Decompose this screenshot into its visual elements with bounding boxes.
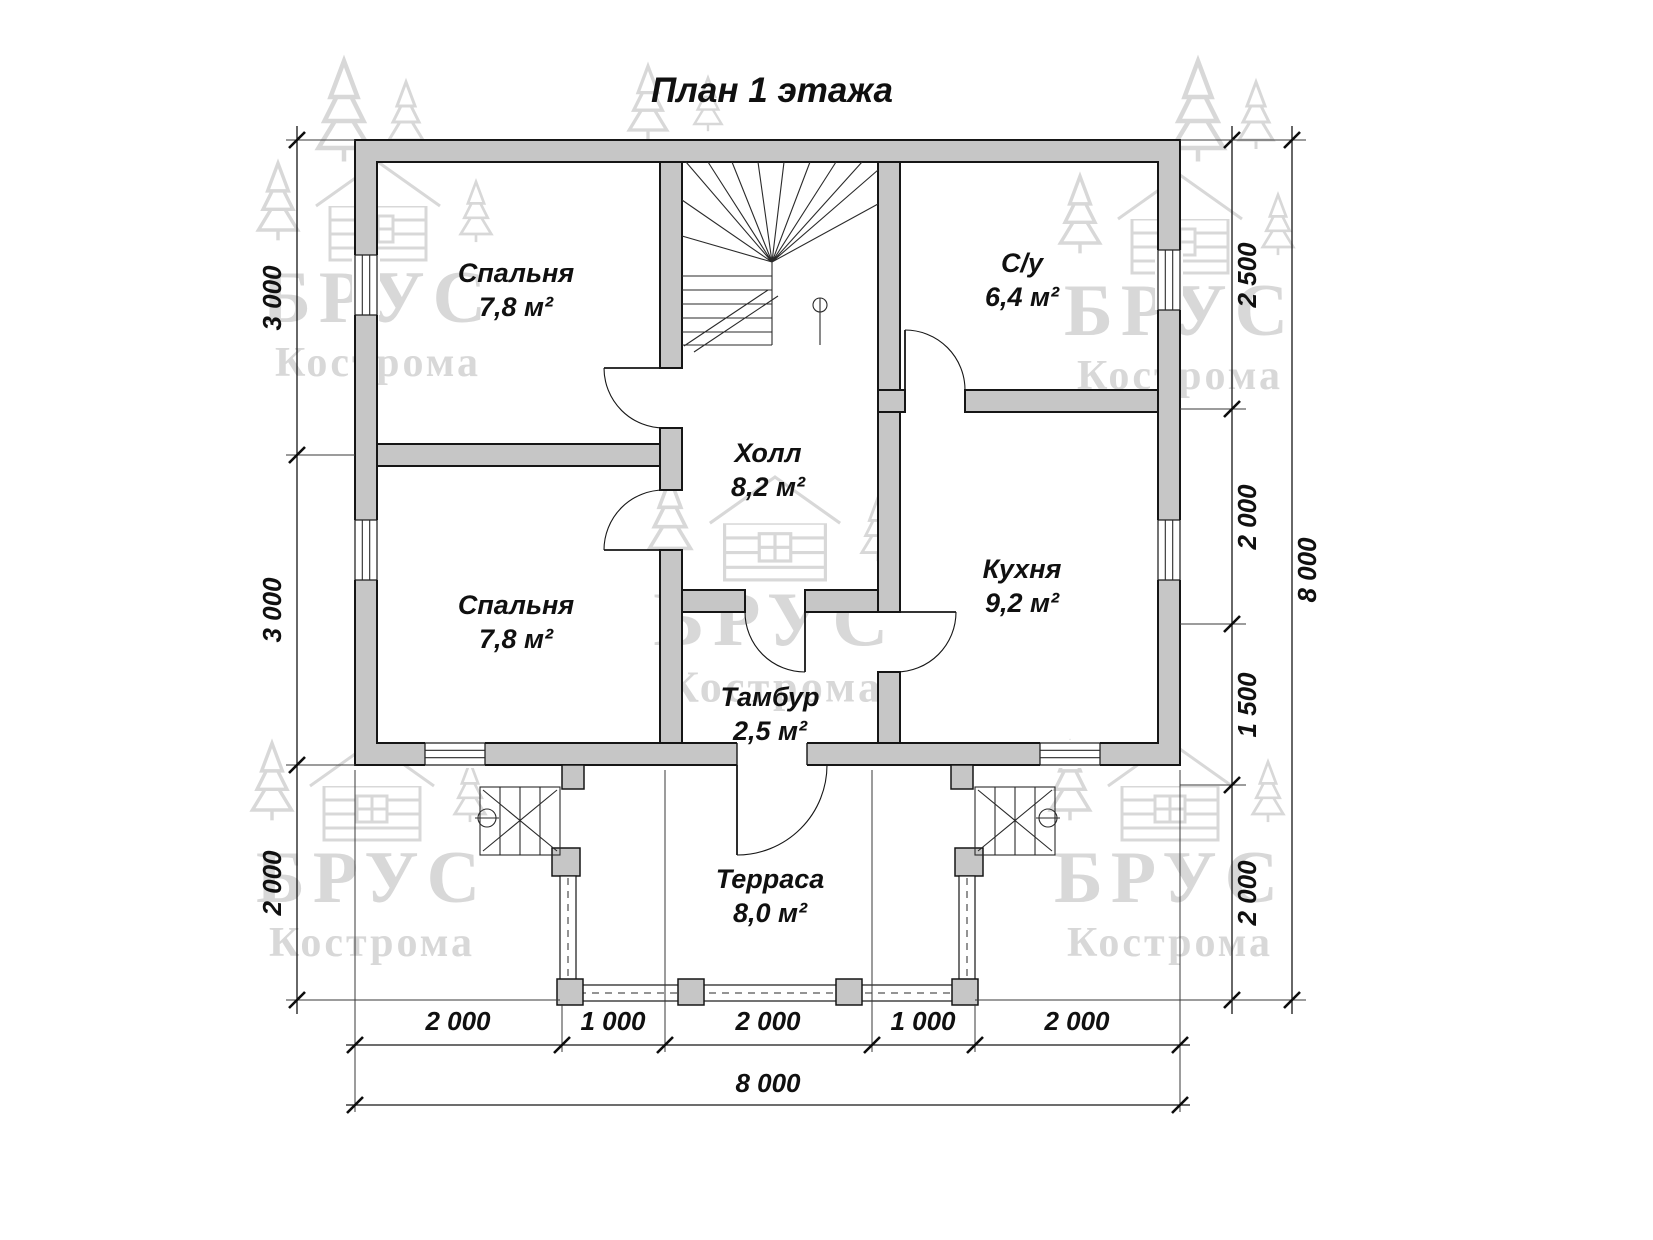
dim-left-0: 3 000 <box>257 265 287 331</box>
room-label-terrace: Терраса <box>716 864 825 894</box>
dim-right-1: 2 000 <box>1232 484 1262 551</box>
stairs <box>681 161 879 353</box>
window-right-2 <box>1155 519 1183 581</box>
dim-bottom-0: 2 000 <box>424 1006 491 1036</box>
watermark-layer <box>252 61 1296 966</box>
windows <box>352 249 1183 768</box>
room-area-terrace: 8,0 м² <box>733 898 808 928</box>
dim-bottom-total: 8 000 <box>735 1068 801 1098</box>
dim-bottom-2: 2 000 <box>734 1006 801 1036</box>
dim-right-total: 8 000 <box>1292 537 1322 603</box>
window-right-1 <box>1155 249 1183 311</box>
dim-chain-bottom-total: 8 000 <box>346 1068 1190 1114</box>
wall-bedroom-divider <box>376 443 661 467</box>
dim-right-3: 2 000 <box>1232 860 1262 927</box>
door-bathroom <box>904 329 966 391</box>
room-area-kitchen: 9,2 м² <box>985 588 1060 618</box>
room-area-bedroom1: 7,8 м² <box>479 292 554 322</box>
dim-bottom-4: 2 000 <box>1043 1006 1110 1036</box>
door-kitchen <box>895 611 957 673</box>
dim-chain-right-total: 8 000 <box>975 126 1322 1014</box>
room-area-bedroom2: 7,8 м² <box>479 624 554 654</box>
dim-bottom-1: 1 000 <box>580 1006 646 1036</box>
room-label-bedroom1: Спальня <box>458 258 574 288</box>
dim-right-2: 1 500 <box>1232 672 1262 738</box>
doors <box>603 329 966 856</box>
dim-chain-left: 3 000 3 000 2 000 <box>257 126 560 1014</box>
steps-right <box>974 786 1060 856</box>
door-terrace <box>736 741 828 856</box>
walls <box>354 139 1181 766</box>
window-left-1 <box>352 254 380 316</box>
room-area-vestibule: 2,5 м² <box>732 716 808 746</box>
room-label-vestibule: Тамбур <box>720 682 819 712</box>
door-vestibule <box>744 611 806 673</box>
steps-left <box>475 786 561 856</box>
room-label-bathroom: С/у <box>1001 248 1045 278</box>
window-left-2 <box>352 519 380 581</box>
terrace-structure <box>475 764 1060 1006</box>
window-bottom-1 <box>424 740 486 768</box>
window-bottom-2 <box>1039 740 1101 768</box>
dim-right-0: 2 500 <box>1232 242 1262 309</box>
dim-bottom-3: 1 000 <box>890 1006 956 1036</box>
room-label-hall: Холл <box>732 438 801 468</box>
stair-break-line <box>683 289 779 353</box>
dim-chain-bottom: 2 000 1 000 2 000 1 000 2 000 <box>346 770 1190 1112</box>
room-label-kitchen: Кухня <box>983 554 1062 584</box>
dim-left-1: 3 000 <box>257 577 287 643</box>
dim-left-2: 2 000 <box>257 850 287 917</box>
door-bedroom2 <box>603 489 665 551</box>
room-area-bathroom: 6,4 м² <box>985 282 1060 312</box>
room-label-bedroom2: Спальня <box>458 590 574 620</box>
room-labels: Спальня 7,8 м² С/у 6,4 м² Холл 8,2 м² Сп… <box>458 248 1062 928</box>
page-title: План 1 этажа <box>651 71 893 110</box>
door-bedroom1 <box>603 367 665 429</box>
room-area-hall: 8,2 м² <box>731 472 806 502</box>
